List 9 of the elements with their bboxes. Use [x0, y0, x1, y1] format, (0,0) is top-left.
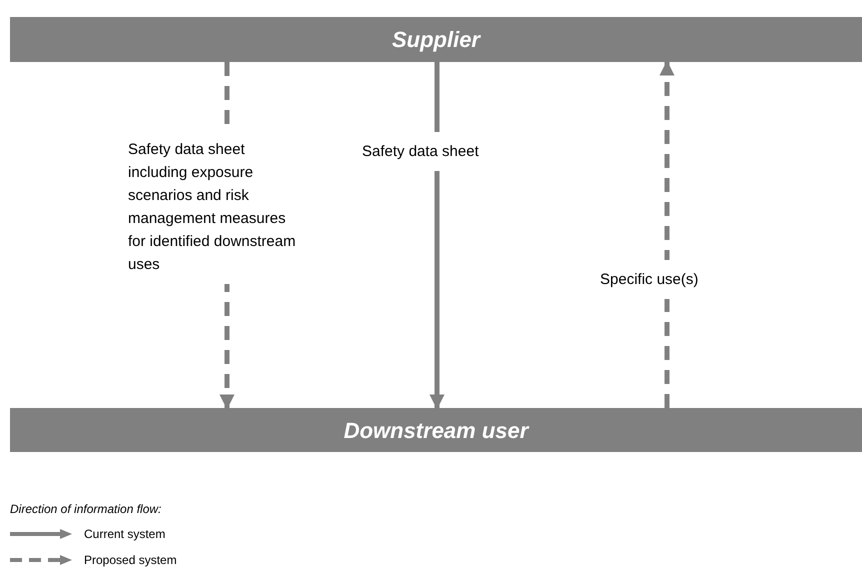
legend-title: Direction of information flow:: [10, 501, 162, 518]
band-title: Downstream user: [344, 416, 528, 444]
band-title: Supplier: [392, 26, 480, 54]
legend-text: Current system: [84, 526, 166, 543]
arrow: [430, 62, 444, 410]
arrow: [660, 60, 674, 408]
band: [10, 17, 862, 62]
legend-text: Proposed system: [84, 552, 177, 569]
band: [10, 408, 862, 452]
